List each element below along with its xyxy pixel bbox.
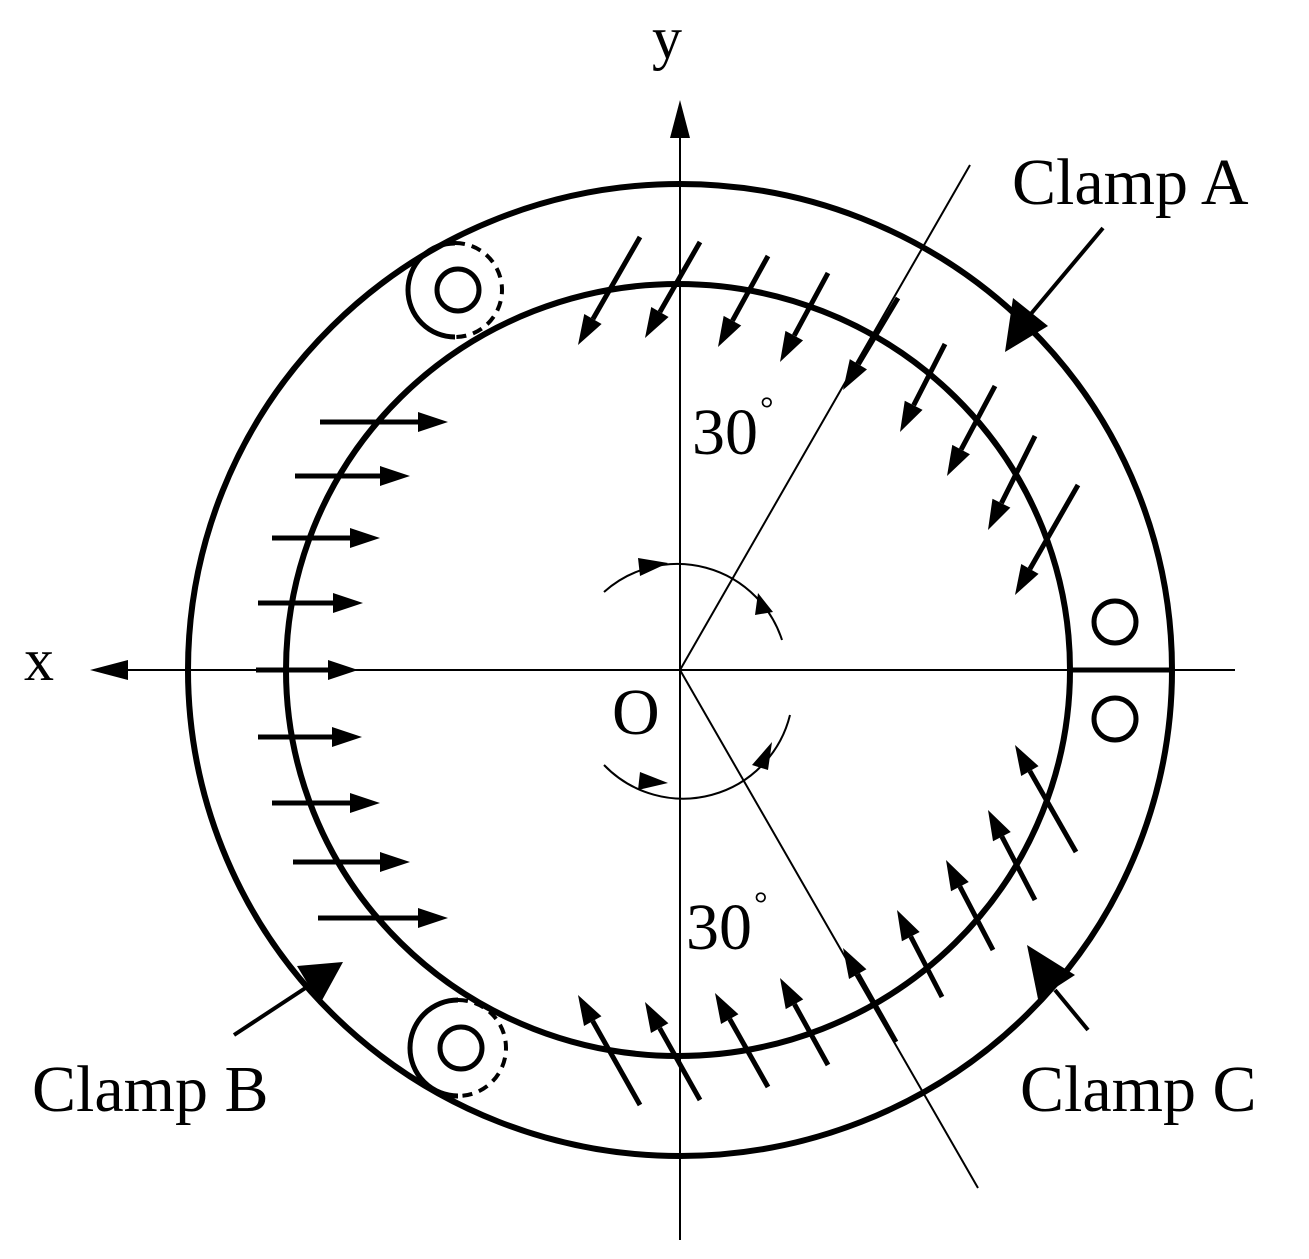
y-axis-label: y [652, 5, 682, 71]
degree-symbol-bottom: ° [754, 886, 768, 923]
hinge-top [405, 240, 504, 340]
force-arrow [1015, 745, 1079, 854]
force-arrow [715, 993, 771, 1089]
force-arrow [988, 434, 1038, 530]
force-arrow [578, 995, 643, 1107]
force-arrow [293, 852, 410, 872]
clamp-b-leader [232, 962, 343, 1037]
clamp-a-force-arrows [578, 235, 1081, 595]
force-arrow [897, 910, 945, 999]
clamp-c-leader [1027, 945, 1090, 1032]
clamp-c-force-arrows [578, 745, 1079, 1107]
y-axis-arrowhead [670, 100, 690, 138]
force-arrow [272, 793, 380, 813]
force-arrow [843, 296, 901, 390]
force-arrow [295, 466, 410, 486]
force-arrow [947, 384, 998, 476]
force-arrow [272, 528, 380, 548]
angle-bottom-label: 30° [686, 888, 768, 961]
outer-ring [185, 181, 1175, 1159]
force-arrow [900, 342, 948, 432]
clamp-a-label: Clamp A [1012, 146, 1249, 219]
force-arrow [578, 235, 643, 345]
x-axis-label: x [24, 627, 54, 693]
force-arrow [256, 660, 358, 680]
force-arrow [1015, 483, 1081, 595]
lower-30deg-line [679, 669, 979, 1189]
force-arrow [320, 412, 448, 432]
angle-top-value: 30 [692, 396, 758, 469]
force-arrow [988, 810, 1038, 902]
force-arrow [946, 860, 996, 952]
force-arrow [645, 240, 703, 338]
force-arrow [780, 271, 831, 362]
force-arrow [258, 593, 363, 613]
bolt-hole-upper [1091, 598, 1139, 646]
bolt-hole-lower [1091, 695, 1139, 743]
clamp-a-leader [1005, 226, 1105, 352]
force-arrow [718, 254, 771, 347]
angle-top-label: 30° [692, 393, 774, 466]
force-arrow [645, 1002, 703, 1102]
clamp-c-label: Clamp C [1020, 1053, 1257, 1126]
hinge-bottom [407, 997, 508, 1099]
force-arrow [258, 727, 362, 747]
clamp-b-label: Clamp B [32, 1053, 269, 1126]
force-arrow [318, 908, 448, 928]
x-axis-arrowhead [90, 660, 128, 680]
degree-symbol-top: ° [760, 391, 774, 428]
clamp-b-force-arrows [256, 412, 448, 928]
force-arrow [843, 948, 899, 1044]
rotation-arrows [603, 558, 791, 800]
origin-label: O [612, 676, 660, 749]
force-arrow [780, 978, 831, 1067]
angle-bottom-value: 30 [686, 891, 752, 964]
